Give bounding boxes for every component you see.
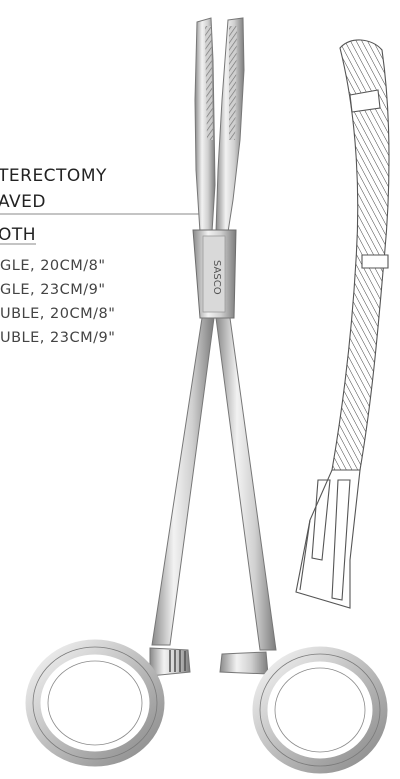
forceps-image: SASCO [25, 17, 388, 774]
tooth-label: OTH [0, 225, 37, 245]
size-option-4: UBLE, 23CM/9" [0, 330, 116, 346]
size-option-2: GLE, 23CM/9" [0, 282, 106, 298]
size-option-3: UBLE, 20CM/8" [0, 306, 116, 322]
brand-engraving: SASCO [211, 260, 222, 295]
jaw-detail-drawing [295, 39, 390, 609]
product-title-line2: AVED [0, 192, 47, 212]
product-title-line1: TERECTOMY [0, 166, 107, 186]
size-option-1: GLE, 20CM/8" [0, 258, 106, 274]
